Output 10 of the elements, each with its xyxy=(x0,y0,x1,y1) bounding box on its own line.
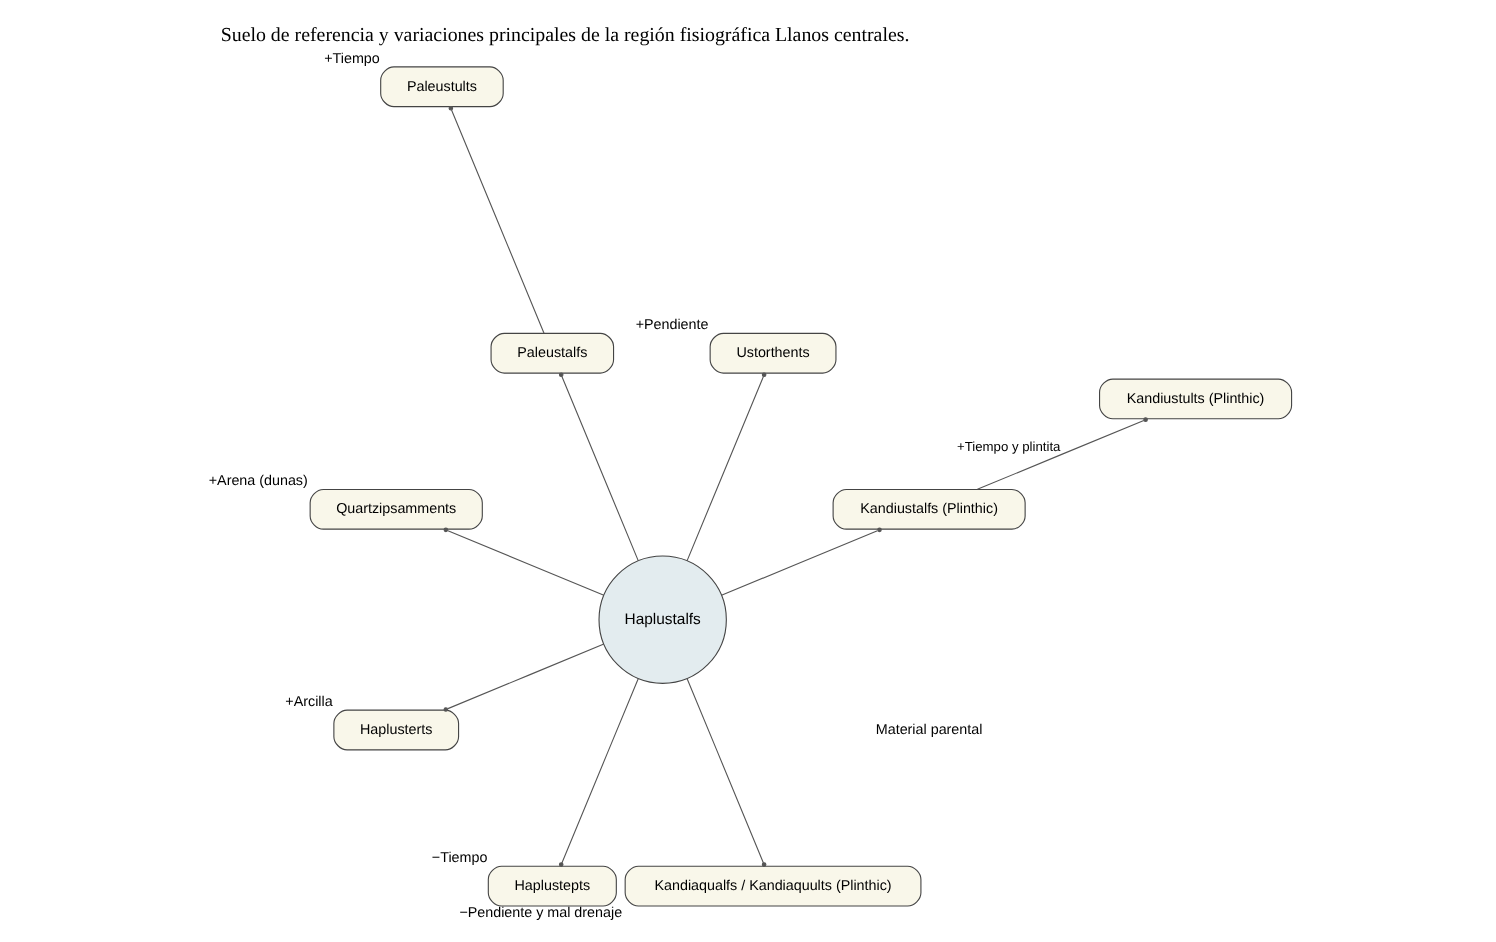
connector xyxy=(719,527,881,596)
connector xyxy=(442,643,604,712)
connector xyxy=(557,677,638,867)
connector xyxy=(442,527,604,596)
connector xyxy=(685,677,766,867)
connector xyxy=(685,372,766,562)
connector xyxy=(557,372,638,562)
diagram-title: Suelo de referencia y variaciones principales de la región fisiográfica Llanos centrales. xyxy=(219,24,909,47)
connector xyxy=(447,106,544,334)
connector xyxy=(975,417,1147,490)
